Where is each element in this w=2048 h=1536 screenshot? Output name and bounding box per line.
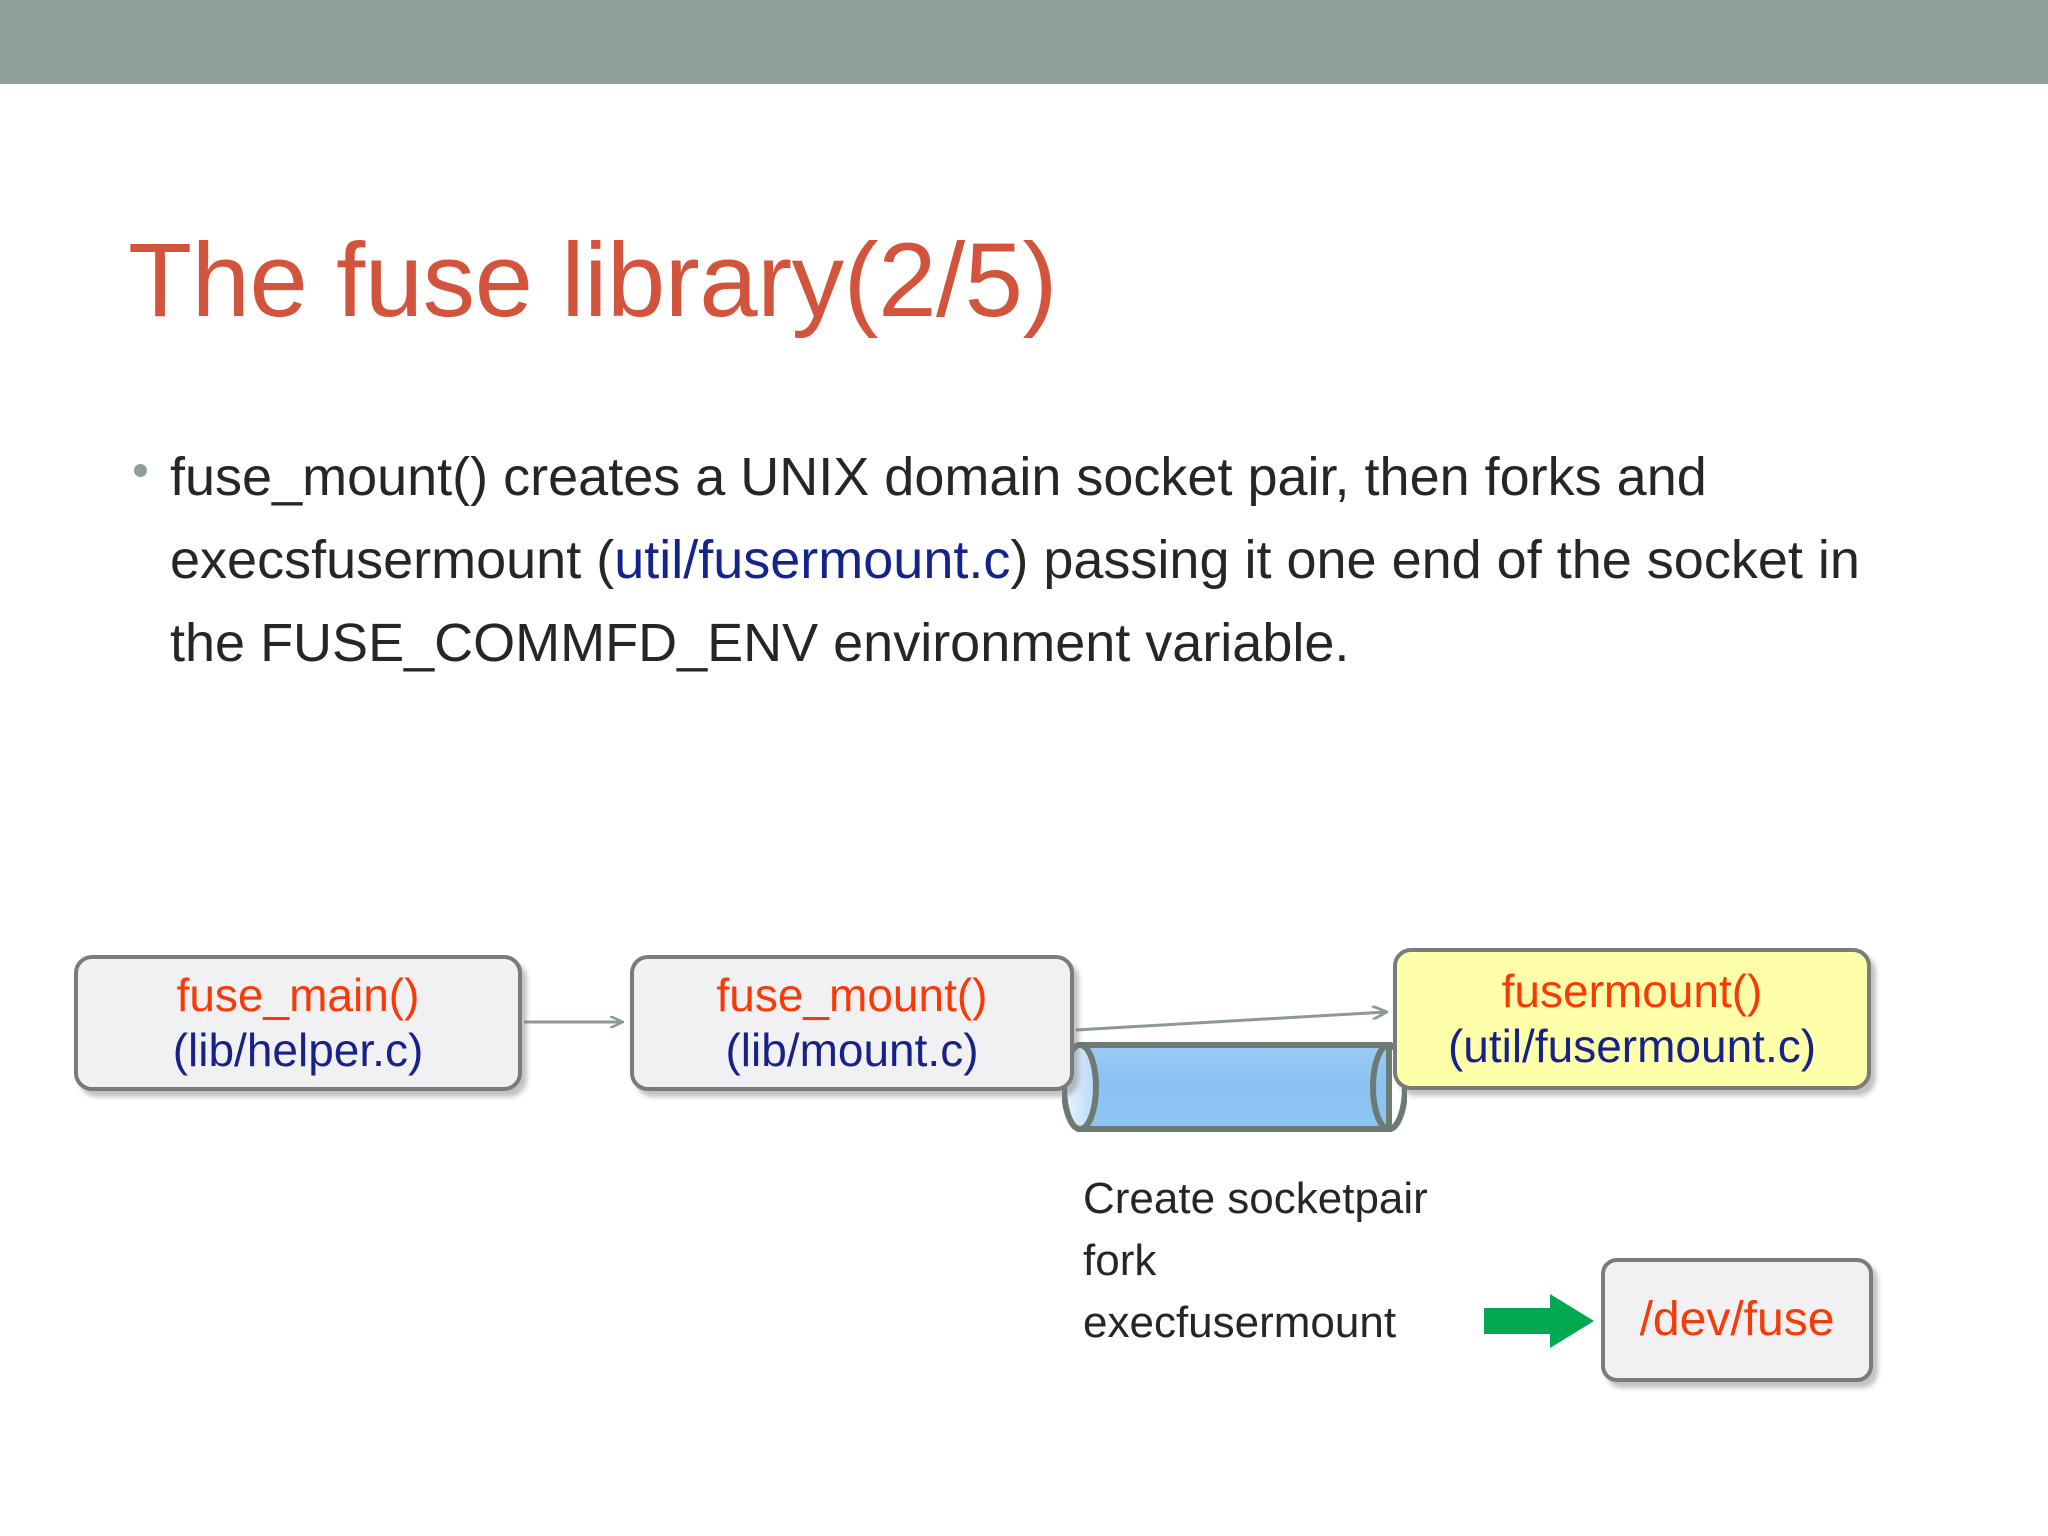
socketpair-caption: Create socketpair fork execfusermount bbox=[1083, 1168, 1553, 1354]
node-file-label: (lib/helper.c) bbox=[172, 1024, 424, 1076]
caption-line-3: execfusermount bbox=[1083, 1298, 1397, 1347]
node-function-label: fuse_mount() bbox=[716, 969, 988, 1021]
fusermount-source-link[interactable]: util/fusermount.c bbox=[614, 530, 1011, 590]
node-file-label: (util/fusermount.c) bbox=[1447, 1020, 1817, 1072]
caption-line-2: fork bbox=[1083, 1236, 1157, 1285]
node-file-label: (lib/mount.c) bbox=[725, 1024, 979, 1076]
bullet-item: fuse_mount() creates a UNIX domain socke… bbox=[128, 436, 1918, 685]
node-function-label: fuse_main() bbox=[176, 969, 420, 1021]
diagram-node-dev-fuse[interactable]: /dev/fuse bbox=[1601, 1258, 1873, 1382]
body-content: fuse_mount() creates a UNIX domain socke… bbox=[128, 382, 1918, 739]
bullet-text-part-2: ) passing it one end of the socket in th… bbox=[170, 530, 1860, 673]
bullet-dot-icon bbox=[134, 464, 147, 477]
connector-mount-to-fusermount bbox=[1075, 1012, 1386, 1032]
bullet-text-part-1: fuse_mount() creates a UNIX domain socke… bbox=[170, 447, 1707, 590]
bullet-paragraph: fuse_mount() creates a UNIX domain socke… bbox=[170, 436, 1918, 685]
green-arrow-icon bbox=[1484, 1294, 1594, 1348]
caption-line-1: Create socketpair bbox=[1083, 1174, 1428, 1223]
node-function-label: fusermount() bbox=[1501, 965, 1763, 1017]
diagram-node-fuse-main[interactable]: fuse_main() (lib/helper.c) bbox=[74, 955, 522, 1091]
node-function-label: /dev/fuse bbox=[1639, 1293, 1835, 1346]
page-title: The fuse library(2/5) bbox=[128, 222, 1058, 340]
socket-pair-cylinder bbox=[1062, 1042, 1407, 1132]
diagram-node-fusermount[interactable]: fusermount() (util/fusermount.c) bbox=[1393, 948, 1871, 1090]
header-band bbox=[0, 0, 2048, 84]
diagram-node-fuse-mount[interactable]: fuse_mount() (lib/mount.c) bbox=[630, 955, 1074, 1091]
